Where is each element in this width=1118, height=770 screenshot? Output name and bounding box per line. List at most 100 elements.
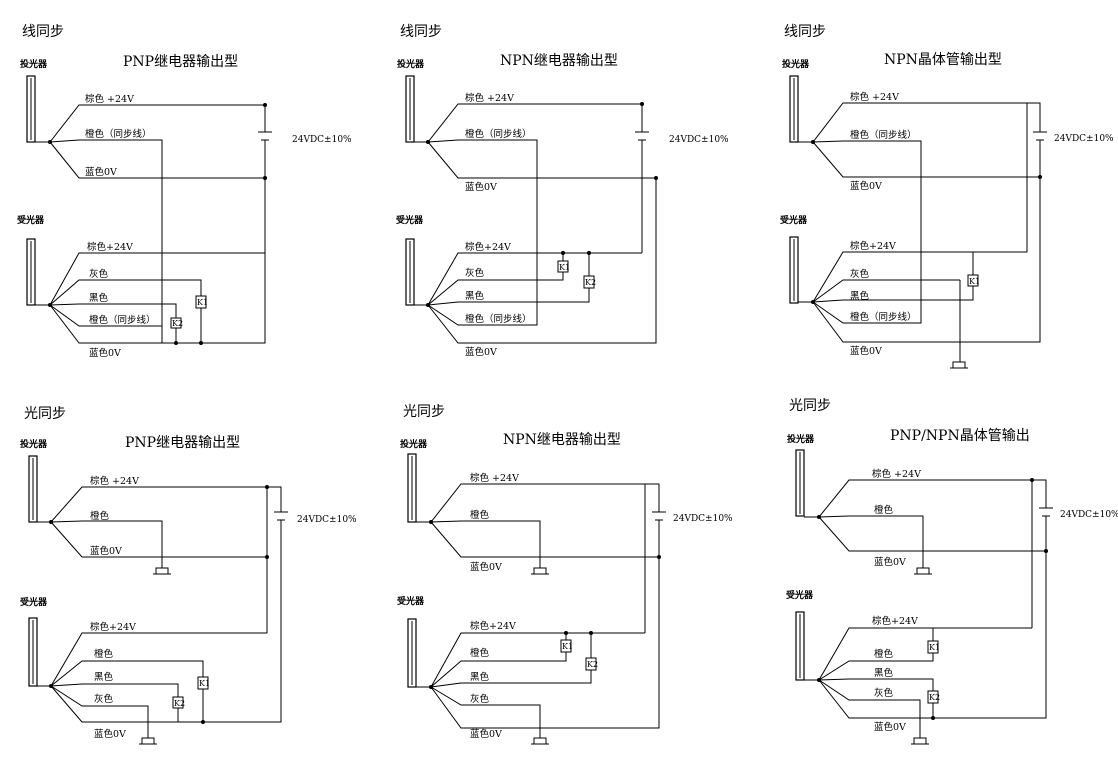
relay-k2-label: K2 xyxy=(587,660,598,669)
receiver-wire-gray: 灰色 xyxy=(465,267,485,279)
receiver-label: 受光器 xyxy=(396,214,424,226)
emitter-wiring xyxy=(416,483,660,729)
panel-line-sync-pnp-relay: 线同步 PNP继电器输出型 投光器 受光器 24VDC±10% K1 K2 棕色… xyxy=(17,24,352,359)
receiver-label: 受光器 xyxy=(17,214,45,226)
emitter-wire-brown: 棕色 +24V xyxy=(465,92,514,104)
emitter-wire-blue: 蓝色0V xyxy=(850,180,882,192)
receiver-device-icon xyxy=(28,617,38,687)
relay-k1-label: K1 xyxy=(199,679,210,688)
relay-k1-label: K1 xyxy=(559,263,570,272)
emitter-wiring xyxy=(35,104,266,344)
relay-k1 xyxy=(197,676,209,690)
receiver-label: 受光器 xyxy=(786,589,814,601)
receiver-wiring xyxy=(798,103,1041,362)
ground-symbol xyxy=(531,567,549,575)
relay-k2-label: K2 xyxy=(172,319,183,328)
emitter-wire-orange: 橙色（同步线） xyxy=(465,128,532,140)
emitter-wire-brown: 棕色 +24V xyxy=(85,93,134,105)
receiver-wire-brown: 棕色+24V xyxy=(87,241,133,253)
emitter-device-icon xyxy=(795,449,805,517)
panel-title: PNP继电器输出型 xyxy=(123,54,238,70)
supply-voltage-label: 24VDC±10% xyxy=(297,515,357,525)
receiver-wire-blue: 蓝色0V xyxy=(470,728,502,740)
receiver-wire-orange: 橙色 xyxy=(94,648,114,660)
relay-k1 xyxy=(560,639,572,653)
panel-title: NPN晶体管输出型 xyxy=(884,52,1002,68)
ground-symbol xyxy=(531,737,549,745)
receiver-wire-brown: 棕色+24V xyxy=(850,240,896,252)
emitter-wire-blue: 蓝色0V xyxy=(85,166,117,178)
relay-k2 xyxy=(170,317,182,329)
panel-optical-sync-pnp-relay: 光同步 PNP继电器输出型 投光器 受光器 24VDC±10% K1 K2 棕色… xyxy=(20,406,357,745)
panel-optical-sync-transistor: 光同步 PNP/NPN晶体管输出 投光器 受光器 24VDC±10% K1 K2… xyxy=(786,398,1118,745)
emitter-label: 投光器 xyxy=(20,58,48,70)
receiver-device-icon xyxy=(26,238,36,306)
emitter-wire-orange: 橙色（同步线） xyxy=(850,129,917,141)
receiver-label: 受光器 xyxy=(20,596,48,608)
receiver-device-icon xyxy=(789,236,799,304)
ground-symbol xyxy=(950,361,968,369)
relay-k2-label: K2 xyxy=(585,278,596,287)
receiver-label: 受光器 xyxy=(780,214,808,226)
emitter-wire-brown: 棕色 +24V xyxy=(470,472,519,484)
emitter-wire-blue: 蓝色0V xyxy=(470,561,502,573)
emitter-wire-orange: 橙色 xyxy=(874,504,894,516)
receiver-wire-orange: 橙色（同步线） xyxy=(89,314,156,326)
relay-k2-label: K2 xyxy=(929,693,940,702)
receiver-wiring xyxy=(35,252,265,344)
receiver-wiring xyxy=(804,627,1032,738)
relay-k2 xyxy=(927,690,939,704)
receiver-wiring xyxy=(414,178,657,344)
ground-symbol xyxy=(153,567,171,575)
emitter-device-icon xyxy=(26,75,36,143)
supply-voltage-label: 24VDC±10% xyxy=(669,135,729,145)
emitter-label: 投光器 xyxy=(787,433,815,445)
receiver-wire-blue: 蓝色0V xyxy=(94,728,126,740)
receiver-wire-orange: 橙色（同步线） xyxy=(850,311,917,323)
receiver-wire-blue: 蓝色0V xyxy=(874,721,906,733)
section-heading: 光同步 xyxy=(403,404,445,420)
emitter-wire-orange: 橙色 xyxy=(90,510,110,522)
panel-title: PNP继电器输出型 xyxy=(125,435,240,451)
receiver-wire-brown: 棕色+24V xyxy=(90,621,136,633)
receiver-device-icon xyxy=(405,238,415,306)
emitter-device-icon xyxy=(405,75,415,143)
panel-line-sync-npn-transistor: 线同步 NPN晶体管输出型 投光器 受光器 24VDC±10% K1 棕色 +2… xyxy=(780,24,1114,369)
emitter-wiring xyxy=(414,103,656,326)
emitter-wire-brown: 棕色 +24V xyxy=(872,468,921,480)
emitter-wire-orange: 橙色 xyxy=(470,509,490,521)
emitter-label: 投光器 xyxy=(20,438,48,450)
section-heading: 线同步 xyxy=(784,24,826,40)
emitter-wire-blue: 蓝色0V xyxy=(465,181,497,193)
emitter-wire-orange: 橙色（同步线） xyxy=(85,128,152,140)
receiver-wiring xyxy=(416,632,645,738)
receiver-wire-orange: 橙色 xyxy=(874,648,894,660)
panel-optical-sync-npn-relay: 光同步 NPN继电器输出型 投光器 受光器 24VDC±10% K1 K2 棕色… xyxy=(397,404,733,745)
section-heading: 线同步 xyxy=(400,24,442,40)
supply-voltage-label: 24VDC±10% xyxy=(292,135,352,145)
relay-k1-label: K1 xyxy=(969,277,980,286)
emitter-wire-blue: 蓝色0V xyxy=(874,556,906,568)
receiver-wire-orange: 橙色 xyxy=(470,647,490,659)
receiver-wiring xyxy=(37,632,267,738)
supply-voltage-label: 24VDC±10% xyxy=(673,514,733,524)
emitter-label: 投光器 xyxy=(397,58,425,70)
panel-title: NPN继电器输出型 xyxy=(500,53,618,69)
receiver-wire-blue: 蓝色0V xyxy=(850,345,882,357)
emitter-label: 投光器 xyxy=(782,58,810,70)
relay-k2 xyxy=(585,657,597,671)
relay-k1-label: K1 xyxy=(197,298,208,307)
ground-symbol xyxy=(911,737,929,745)
emitter-wire-brown: 棕色 +24V xyxy=(90,475,139,487)
ground-symbol xyxy=(139,737,157,745)
receiver-wire-brown: 棕色+24V xyxy=(872,615,918,627)
relay-k2 xyxy=(172,696,184,709)
receiver-wire-black: 黑色 xyxy=(850,290,870,302)
receiver-wire-black: 黑色 xyxy=(89,292,109,304)
receiver-wire-black: 黑色 xyxy=(874,667,894,679)
emitter-wiring xyxy=(798,102,1041,324)
relay-k1-label: K1 xyxy=(929,643,940,652)
section-heading: 光同步 xyxy=(24,406,66,422)
emitter-device-icon xyxy=(407,453,417,523)
